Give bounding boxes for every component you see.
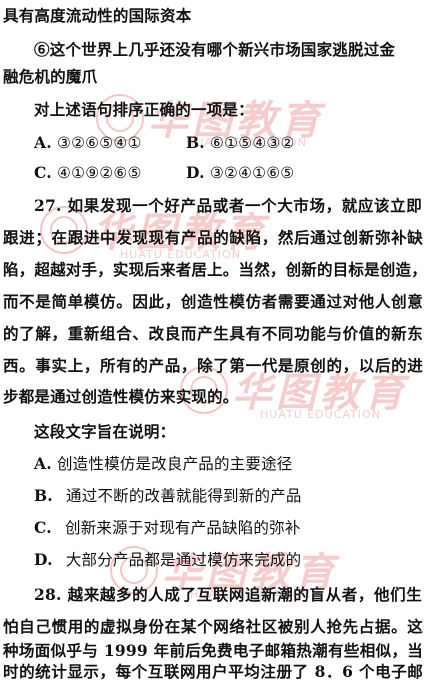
passage-line: 步都是通过创造性模仿来实现的。 (3, 387, 239, 406)
answer-option-c: C. 创新来源于对现有产品缺陷的弥补 (34, 518, 301, 538)
option-label: D. (34, 550, 53, 569)
option-label: C. (34, 163, 52, 182)
question-prompt: 对上述语句排序正确的一项是： (34, 100, 254, 119)
answer-option-c: C. ④①⑨②⑥⑤ (34, 163, 142, 183)
option-text: ④①⑨②⑥⑤ (57, 164, 142, 182)
option-text-line: ⑥这个世界上几乎还没有哪个新兴市场国家逃脱过金 (34, 40, 396, 59)
option-label: B. (186, 133, 205, 152)
option-label: C. (34, 518, 52, 537)
question-prompt: 这段文字旨在说明： (34, 422, 176, 441)
passage-line: 西。事实上，所有的产品，除了第一代是原创的，以后的进 (3, 356, 423, 375)
option-text: 通过不断的改善就能得到新的产品 (66, 487, 302, 505)
option-text: ③②④①⑥⑤ (209, 164, 295, 182)
passage-line: 种场面似乎与 1999 年前后免费电子邮箱热潮有些相似，当 (3, 641, 423, 660)
option-text-line: 具有高度流动性的国际资本 (3, 6, 192, 25)
passage-line: 而不是简单模仿。因此，创造性模仿者需要通过对他人创意 (3, 292, 423, 311)
answer-option-b: B. 通过不断的改善就能得到新的产品 (34, 486, 302, 506)
answer-option-a: A. ③②⑥⑤④① (34, 133, 142, 153)
option-text: 创造性模仿是改良产品的主要途径 (56, 455, 293, 473)
passage-line: 跟进；在跟进中发现现有产品的缺陷，然后通过创新弥补缺 (3, 228, 423, 247)
option-label: A. (34, 454, 52, 473)
option-text: 创新来源于对现有产品缺陷的弥补 (65, 519, 301, 537)
passage-line: 28. 越来越多的人成了互联网追新潮的盲从者，他们生 (34, 585, 422, 604)
option-text: ⑥①⑤④③② (210, 134, 295, 152)
option-text: 大部分产品都是通过模仿来完成的 (65, 551, 302, 569)
option-label: D. (186, 163, 205, 182)
passage-line: 怕自己惯用的虚拟身份在某个网络社区被别人抢先占据。这 (3, 617, 423, 636)
answer-option-a: A. 创造性模仿是改良产品的主要途径 (34, 454, 292, 474)
passage-line: 的了解，重新组合、改良而产生具有不同功能与价值的新东 (3, 324, 423, 343)
answer-option-b: B. ⑥①⑤④③② (186, 133, 295, 153)
passage-line: 陷，超越对手，实现后来者居上。当然，创新的目标是创造， (3, 260, 427, 279)
passage-line: 时的统计显示，每个互联网用户平均注册了 8．6 个电子邮 (3, 662, 423, 681)
watermark-subtitle: HUATU EDUCATION (260, 408, 381, 421)
option-text-line: 融危机的魔爪 (3, 67, 98, 86)
passage-line: 27. 如果发现一个好产品或者一个大市场，就应该立即 (34, 196, 422, 215)
option-label: B. (34, 486, 53, 505)
option-label: A. (34, 133, 52, 152)
answer-option-d: D. 大部分产品都是通过模仿来完成的 (34, 550, 301, 570)
option-text: ③②⑥⑤④① (56, 134, 142, 152)
answer-option-d: D. ③②④①⑥⑤ (186, 163, 294, 183)
